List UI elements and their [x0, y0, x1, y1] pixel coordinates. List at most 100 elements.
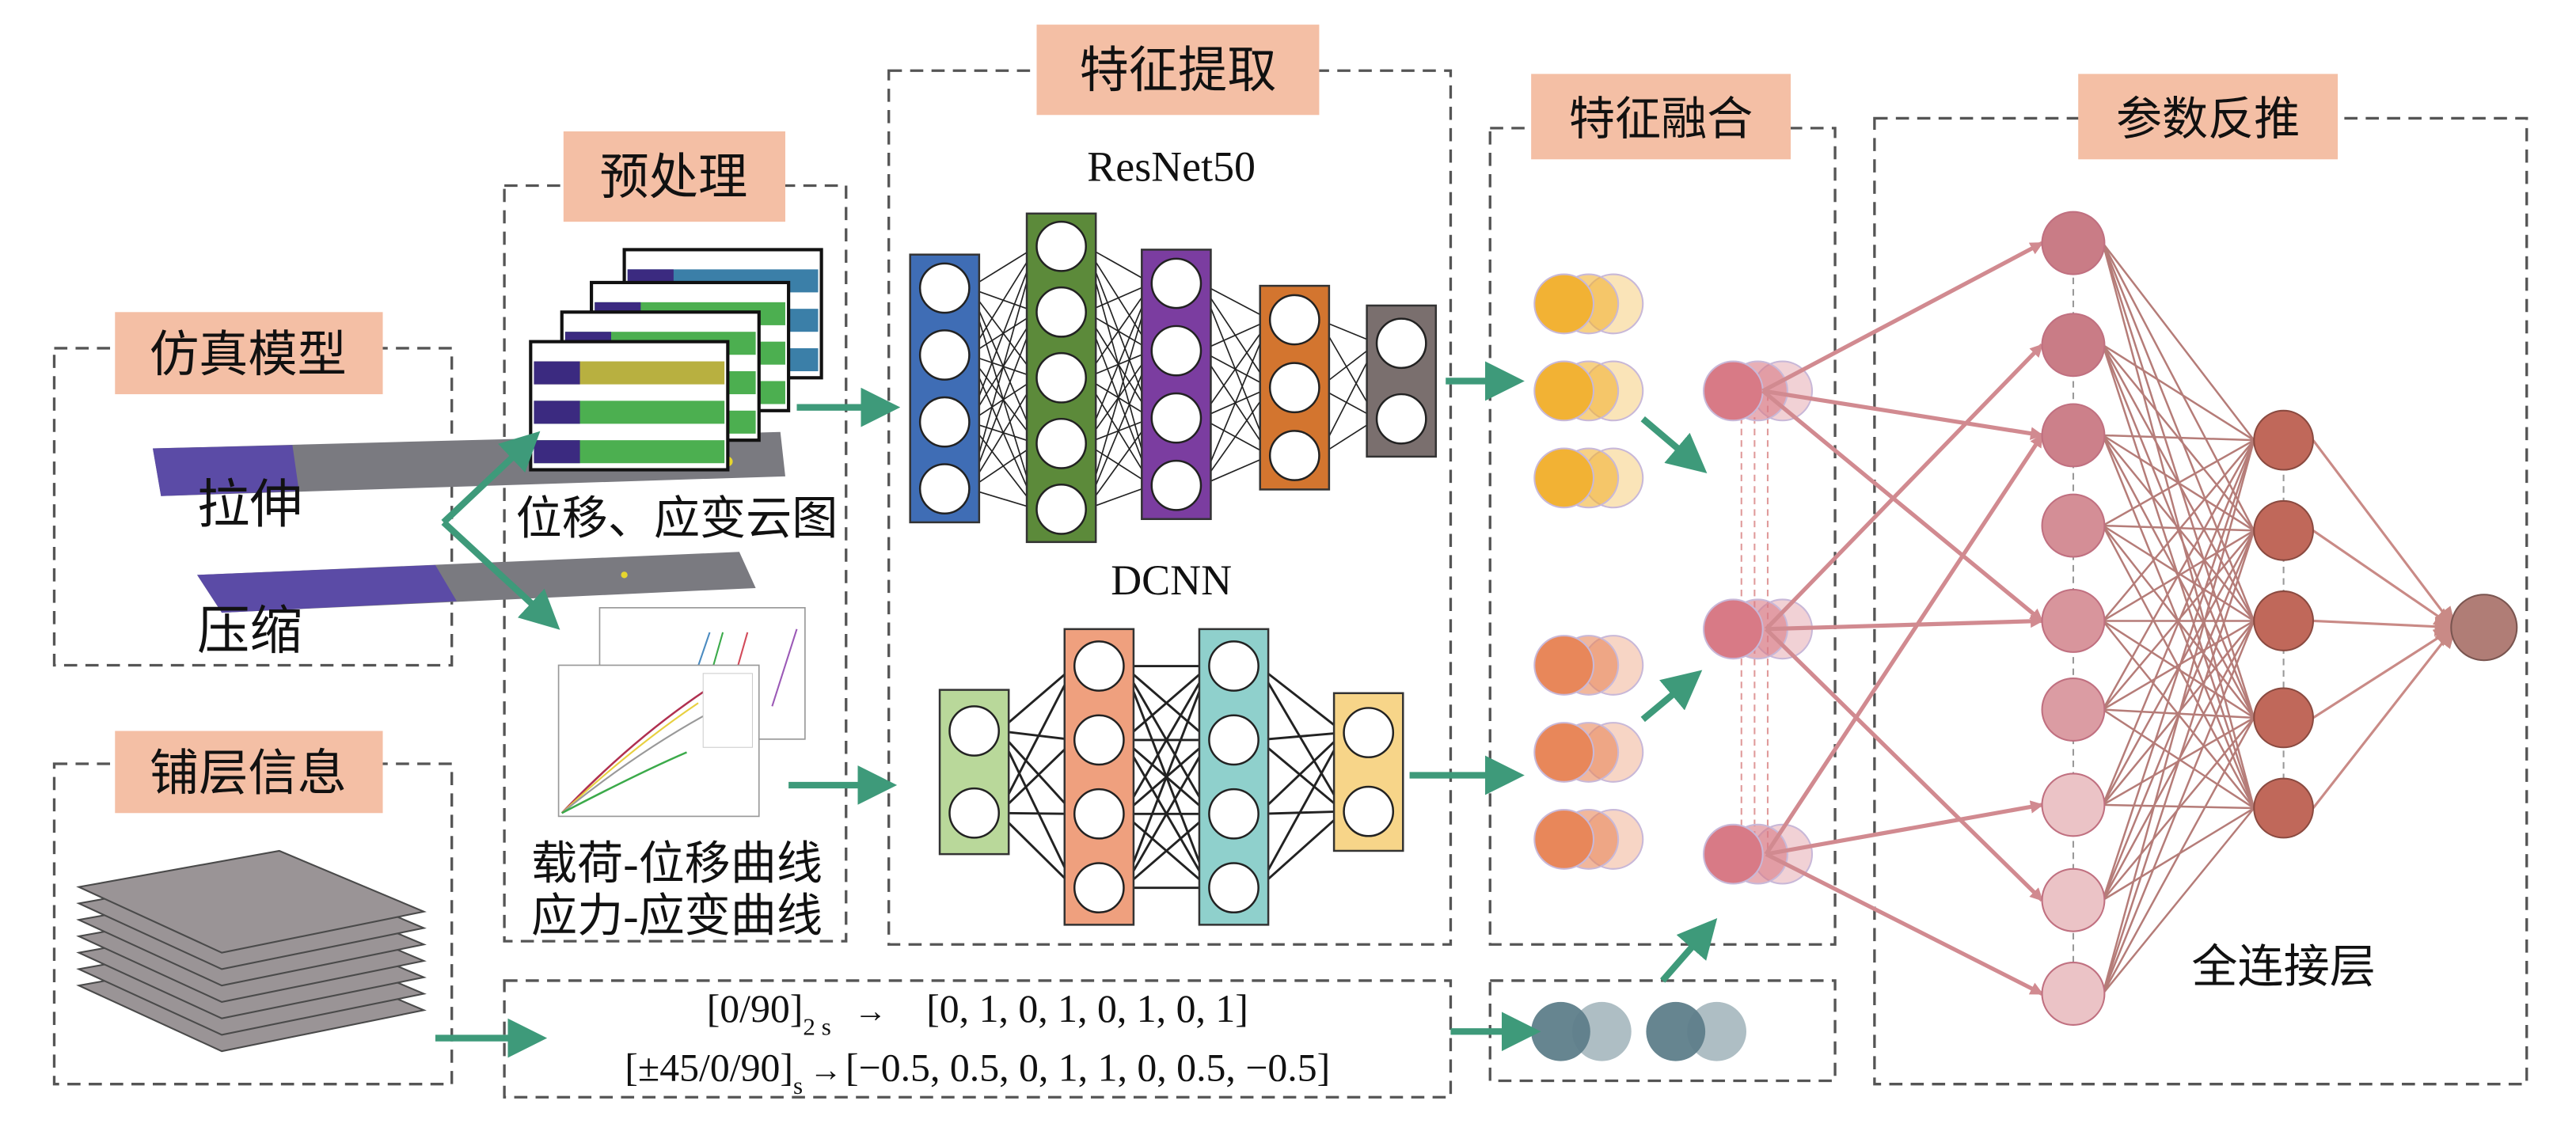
resnet50-network — [909, 212, 1438, 544]
connection — [1085, 484, 1153, 511]
neuron — [1073, 640, 1125, 692]
label-preprocess: 预处理 — [563, 131, 785, 222]
neuron — [1375, 317, 1427, 370]
ply — [76, 849, 427, 954]
resnet-layer-1 — [909, 253, 981, 524]
fc-input-arrow — [1765, 852, 2044, 996]
output-neuron — [2450, 594, 2518, 662]
dcnn-title: DCNN — [1111, 556, 1232, 604]
dcnn-layer-4 — [1332, 692, 1404, 852]
connection — [2102, 717, 2255, 995]
contour-frame — [529, 340, 730, 472]
fused-node — [1703, 360, 1814, 422]
fused-node — [1703, 823, 1814, 885]
row2-vector: [−0.5, 0.5, 0, 1, 1, 0, 0.5, −0.5] — [845, 1046, 1330, 1090]
connection — [2312, 439, 2456, 631]
neuron — [1035, 220, 1087, 272]
connection — [1085, 312, 1153, 486]
connection — [2102, 242, 2255, 441]
label-feature-extraction: 特征提取 — [1036, 25, 1320, 116]
fully-connected-network — [1761, 211, 2518, 1026]
fc-input-arrow — [1765, 627, 2044, 902]
fc-layer1-neuron — [2041, 313, 2106, 378]
connection — [1257, 665, 1345, 734]
fc-layer2-neuron — [2253, 777, 2314, 839]
fusion-dcnn-node — [1533, 722, 1644, 783]
fusion-resnet-node — [1533, 360, 1644, 422]
svg-text:铺层信息: 铺层信息 — [150, 744, 347, 802]
connection — [998, 811, 1075, 815]
connection — [1123, 739, 1210, 889]
band-end — [534, 400, 580, 424]
fusion-nodes — [1531, 273, 1814, 1061]
connection — [1200, 283, 1271, 321]
node — [1533, 809, 1595, 870]
curve-plots-image — [557, 607, 806, 818]
connection — [1257, 665, 1345, 812]
connection — [1200, 319, 1271, 486]
connection — [1085, 417, 1153, 510]
connection — [2103, 434, 2255, 442]
fc-layer1-neuron — [2041, 588, 2106, 653]
fc-input-arrow — [1765, 614, 2044, 632]
flow-arrows — [435, 361, 1718, 1058]
connection — [1258, 731, 1344, 742]
connection — [1123, 665, 1210, 815]
fc-layer2-neuron — [2253, 590, 2314, 651]
connection — [968, 442, 1037, 490]
neuron — [1150, 325, 1203, 377]
neuron — [948, 787, 1001, 839]
neuron — [1343, 785, 1395, 837]
node — [1703, 360, 1764, 422]
band-end — [534, 440, 580, 464]
connection — [1200, 319, 1271, 351]
neuron — [1035, 417, 1087, 469]
connection — [1257, 738, 1345, 813]
fc-input-arrow — [1765, 343, 2044, 631]
label-simulation: 仿真模型 — [115, 312, 383, 395]
connection — [1085, 283, 1153, 510]
connection — [1123, 665, 1210, 889]
resnet-title: ResNet50 — [1087, 142, 1256, 190]
neuron — [918, 463, 971, 515]
fusion-resnet-node — [1533, 273, 1644, 335]
fc-layer1-neuron — [2041, 493, 2106, 558]
connection — [2102, 344, 2255, 442]
connection — [968, 312, 1038, 489]
node — [1572, 1001, 1632, 1061]
node — [1687, 1001, 1746, 1061]
neuron — [1073, 788, 1125, 840]
neuron — [1375, 393, 1427, 445]
connection — [1200, 387, 1271, 486]
fusion-dcnn-node — [1533, 635, 1644, 696]
connection — [2312, 624, 2456, 809]
dcnn-network — [938, 628, 1404, 926]
neuron — [1150, 392, 1203, 444]
connection — [2102, 242, 2255, 531]
connection — [2102, 530, 2255, 994]
connection — [1085, 283, 1153, 313]
arrow-fusion-1 — [1640, 416, 1708, 474]
connection — [2102, 439, 2255, 901]
connection — [997, 738, 1076, 814]
neuron — [1035, 351, 1087, 404]
arrow-to-curves — [441, 519, 560, 630]
connection — [1085, 245, 1153, 419]
connection — [997, 665, 1076, 814]
neuron — [1268, 294, 1320, 346]
connection — [968, 245, 1038, 355]
neuron — [1073, 714, 1125, 766]
dcnn-layer-3 — [1198, 628, 1270, 926]
neuron — [1208, 862, 1260, 914]
resnet-layer-3 — [1141, 249, 1212, 521]
connection — [1257, 731, 1345, 889]
fc-layer1-neuron — [2041, 772, 2106, 837]
connection — [1123, 665, 1210, 742]
label-parameter-inversion: 参数反推 — [2078, 74, 2339, 160]
connection — [968, 246, 1038, 489]
connection — [2102, 807, 2255, 995]
fc-layer1-neuron — [2041, 678, 2106, 742]
connection — [2102, 439, 2255, 527]
fc-layer1-neuron — [2041, 962, 2106, 1026]
